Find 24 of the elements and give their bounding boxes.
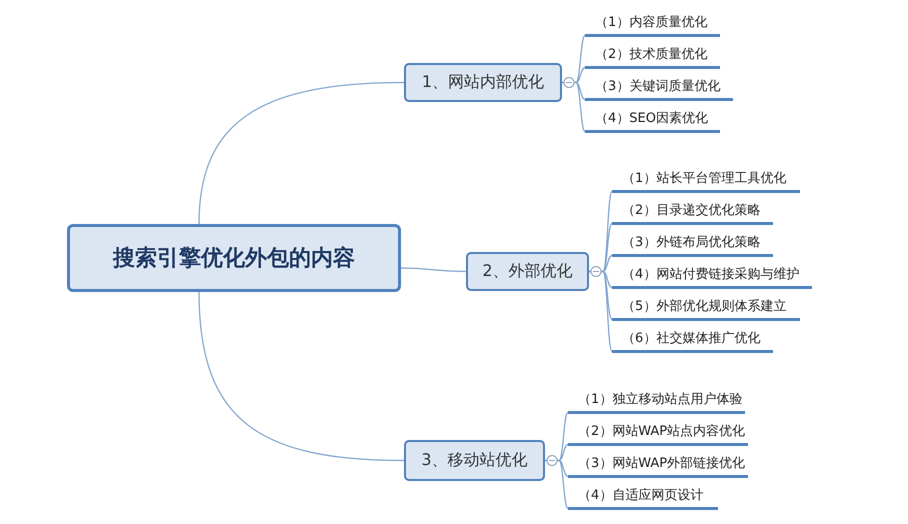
subtopic-underlined-text: （3）网站WAP外部链接优化: [568, 453, 748, 478]
subtopic-underlined-text: （6）社交媒体推广优化: [612, 328, 773, 353]
subtopic-underlined-text: （1）站长平台管理工具优化: [612, 168, 800, 193]
subtopic-underlined-text: （3）关键词质量优化: [585, 76, 733, 101]
subtopic-underlined-text: （2）技术质量优化: [585, 44, 720, 69]
topic-box: 2、外部优化: [466, 252, 589, 291]
connector-line: [545, 460, 568, 509]
subtopic-underlined-text: （3）外链布局优化策略: [612, 232, 773, 257]
connector-line: [401, 267, 466, 272]
subtopic-underlined-text: （4）SEO因素优化: [585, 108, 720, 133]
topic-box: 3、移动站优化: [404, 440, 545, 481]
subtopic-underlined-text: （2）网站WAP站点内容优化: [568, 421, 748, 446]
connector-line: [589, 270, 612, 352]
topic-box: 1、网站内部优化: [404, 63, 562, 102]
subtopic-underlined-text: （5）外部优化规则体系建立: [612, 296, 800, 321]
subtopic-underlined-text: （1）内容质量优化: [585, 12, 720, 37]
central-topic-box: 搜索引擎优化外包的内容: [67, 224, 401, 292]
subtopic-underlined-text: （4）网站付费链接采购与维护: [612, 264, 812, 289]
connector-line: [562, 82, 586, 132]
connector-line: [198, 292, 404, 462]
subtopic-underlined-text: （4）自适应网页设计: [568, 485, 718, 510]
subtopic-underlined-text: （1）独立移动站点用户体验: [568, 389, 745, 414]
connector-line: [198, 82, 404, 224]
subtopic-underlined-text: （2）目录递交优化策略: [612, 200, 773, 225]
